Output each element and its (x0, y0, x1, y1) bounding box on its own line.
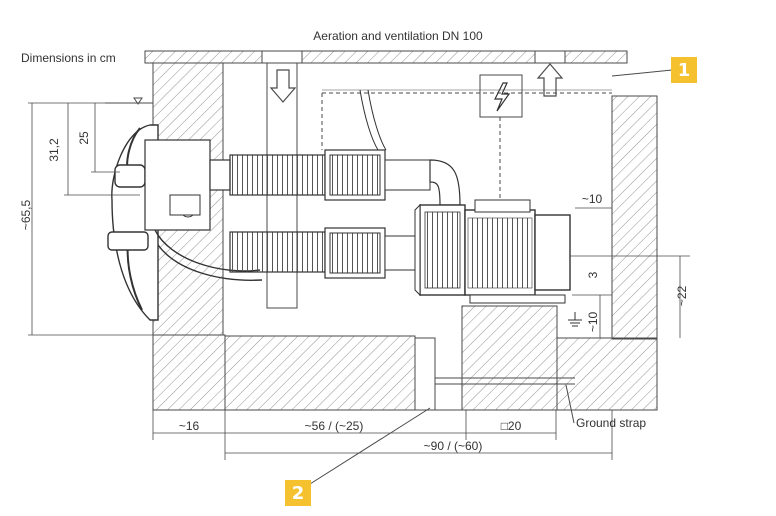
ground-strap-label: Ground strap (576, 416, 646, 430)
floor-slab (153, 305, 657, 411)
dimension-lines (28, 102, 690, 460)
ground-symbol-icon (568, 312, 582, 327)
callout-1-line (611, 69, 673, 77)
drain-pipe (414, 337, 575, 411)
dim-31: 31,2 (47, 138, 61, 162)
dim-65: ~65,5 (19, 199, 33, 230)
lower-hose (229, 227, 426, 279)
units-note: Dimensions in cm (21, 51, 116, 65)
pump-motor (464, 199, 571, 304)
dim-3: 3 (586, 271, 600, 278)
right-wall (556, 95, 658, 411)
arrow-up-icon (536, 63, 564, 97)
lightning-icon (494, 82, 511, 112)
dim-10-bottom: ~10 (586, 311, 600, 332)
nozzle-housing (107, 124, 263, 321)
dim-16: ~16 (179, 419, 200, 433)
dim-90: ~90 / (~60) (424, 439, 483, 453)
dim-22: ~22 (675, 285, 689, 306)
upper-hose (209, 89, 461, 206)
dim-10-top: ~10 (582, 192, 603, 206)
pump-housing (414, 203, 466, 297)
dim-25: 25 (77, 131, 91, 145)
diagram-title: Aeration and ventilation DN 100 (313, 29, 483, 43)
left-wall (152, 62, 226, 411)
dim-56: ~56 / (~25) (305, 419, 364, 433)
callout-badge-1: 1 (671, 57, 697, 83)
callout-2-line (309, 407, 431, 485)
dim-20: □20 (501, 419, 522, 433)
callout-badge-2: 2 (285, 480, 311, 506)
electrical-box (479, 74, 523, 205)
top-slab (144, 50, 628, 64)
arrow-down-icon (269, 69, 297, 103)
